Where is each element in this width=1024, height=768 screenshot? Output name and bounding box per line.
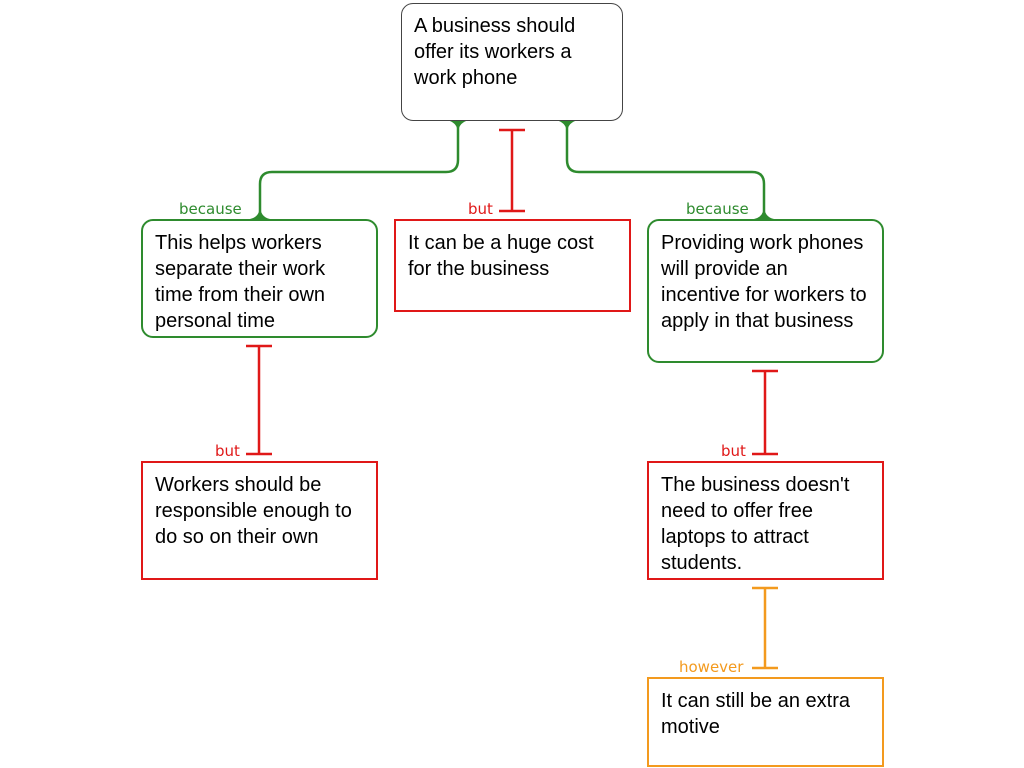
reason-box-right[interactable]: Providing work phones will provide an in…: [647, 219, 884, 363]
support-link-right-top-flare: [555, 120, 579, 134]
support-link-left-top-flare: [446, 120, 470, 134]
rebuttal-box[interactable]: It can still be an extra motive: [647, 677, 884, 767]
label-because-left: because: [179, 200, 242, 218]
support-link-left: [258, 120, 460, 218]
label-but-left: but: [215, 442, 240, 460]
label-but-middle: but: [468, 200, 493, 218]
label-however: however: [679, 658, 744, 676]
objection-box-left[interactable]: Workers should be responsible enough to …: [141, 461, 378, 580]
objection-box-cost[interactable]: It can be a huge cost for the business: [394, 219, 631, 312]
label-because-right: because: [686, 200, 749, 218]
support-link-right-bottom-flare: [754, 205, 774, 219]
reason-box-left[interactable]: This helps workers separate their work t…: [141, 219, 378, 338]
support-link-left-bottom-flare: [250, 205, 270, 219]
objection-box-right[interactable]: The business doesn't need to offer free …: [647, 461, 884, 580]
label-but-right: but: [721, 442, 746, 460]
support-link-right: [565, 120, 766, 218]
claim-box[interactable]: A business should offer its workers a wo…: [401, 3, 623, 121]
